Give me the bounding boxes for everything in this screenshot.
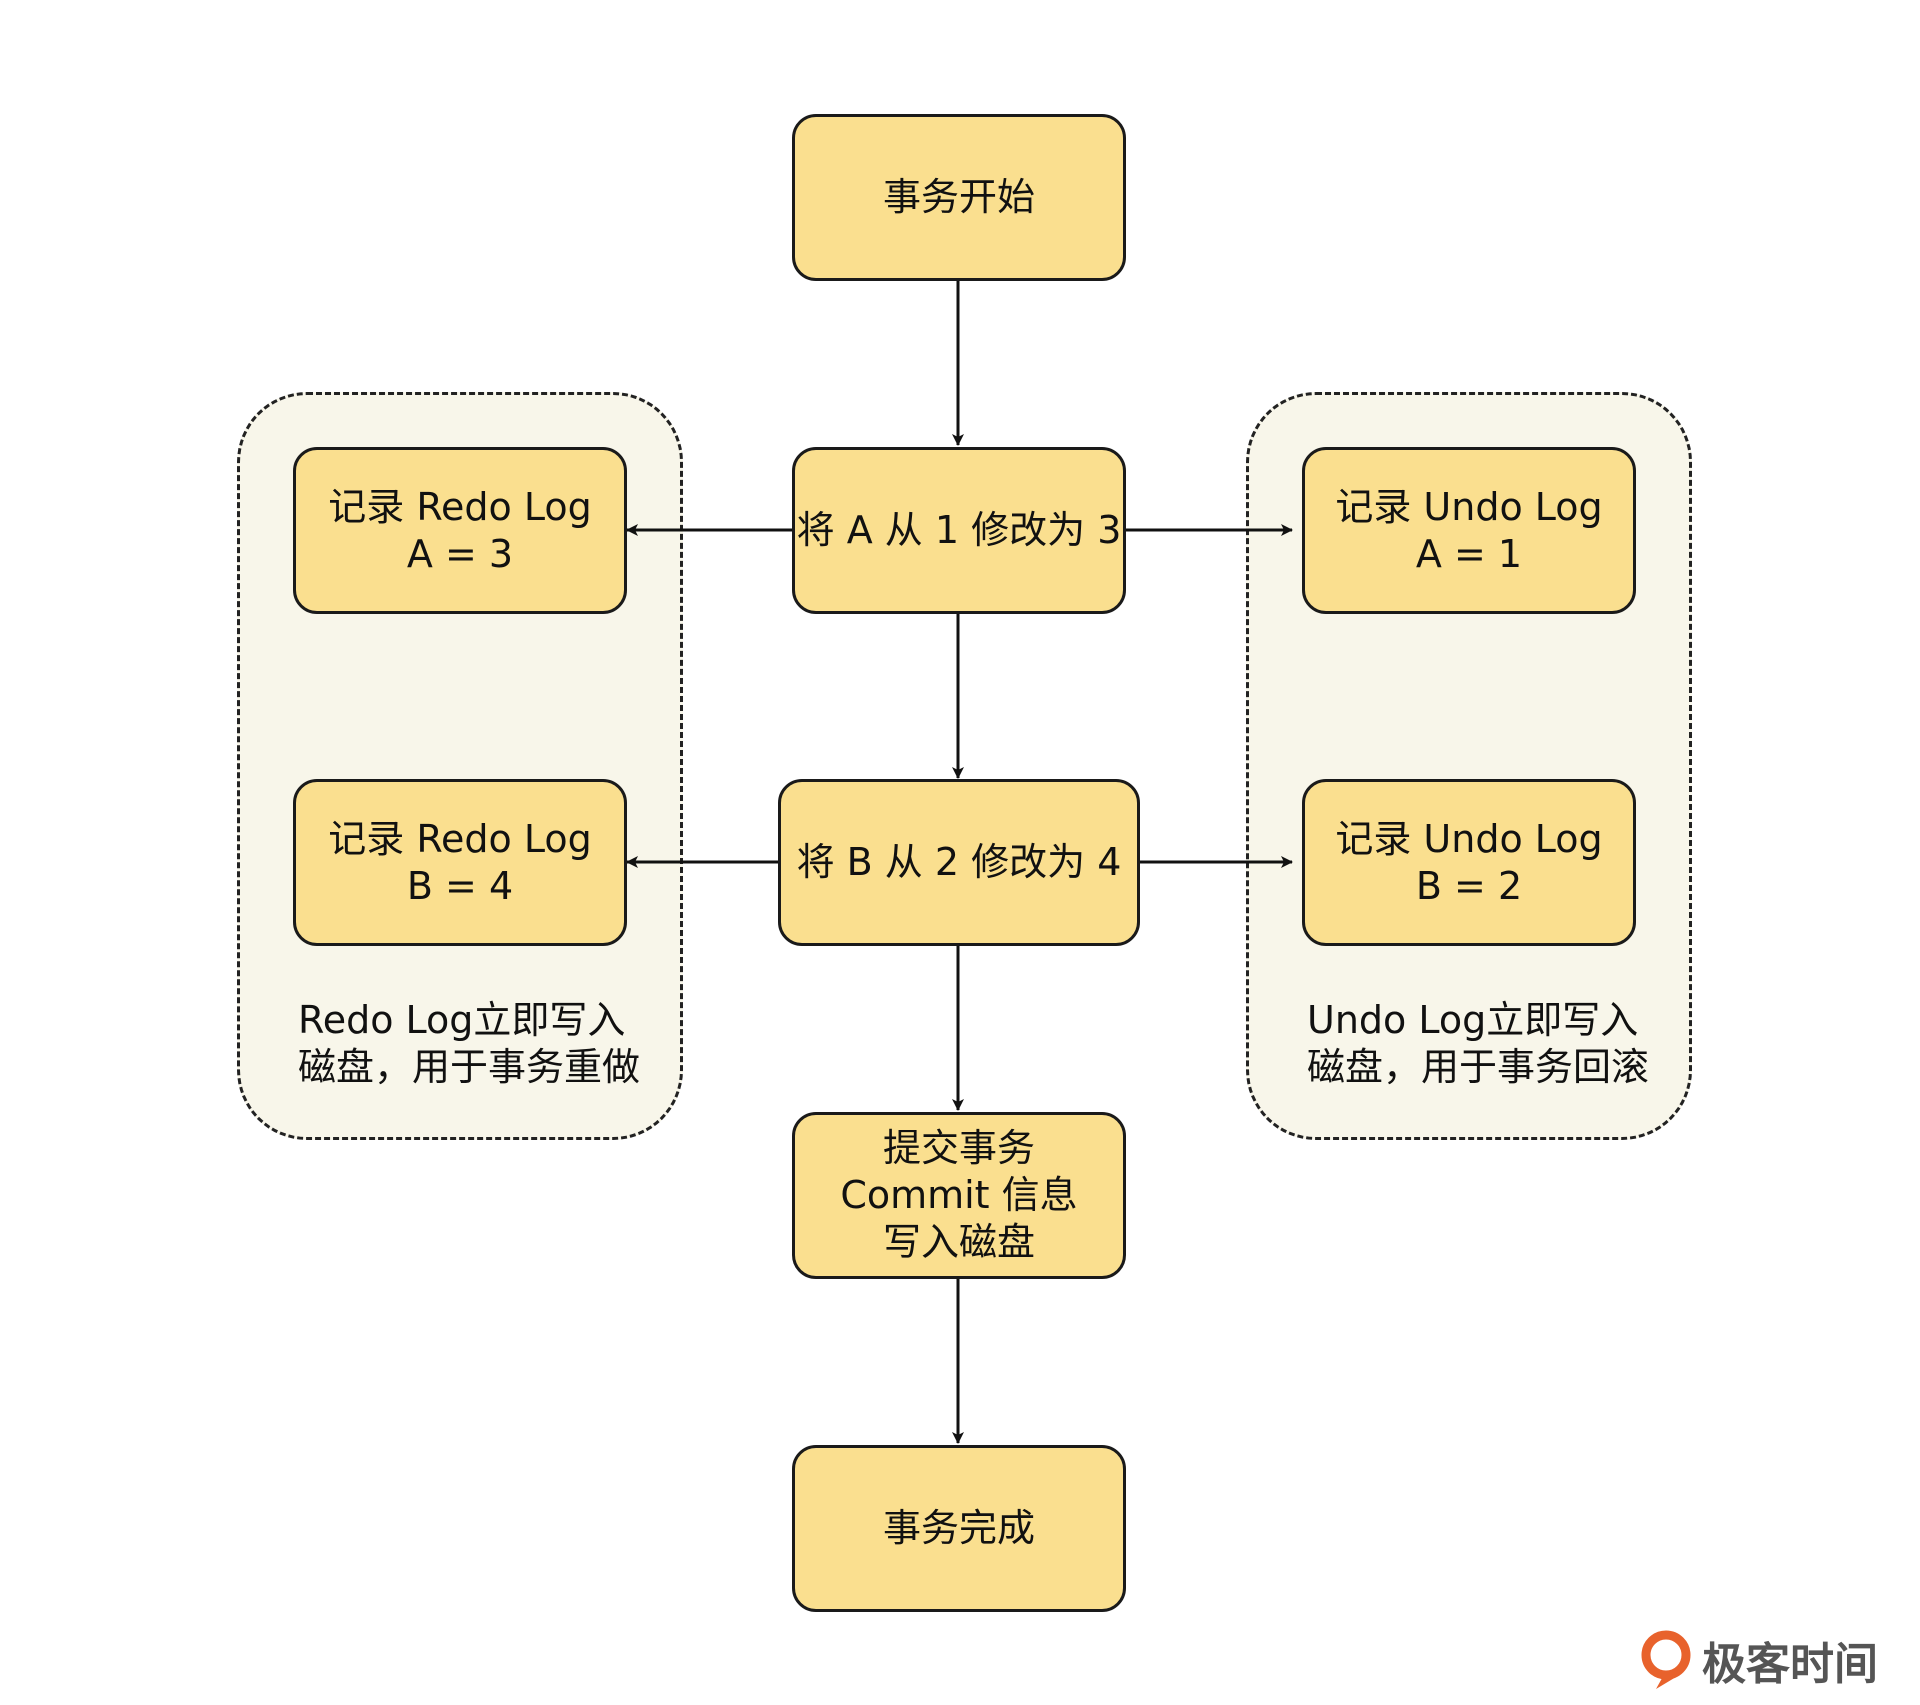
- undo-log-note: Undo Log立即写入 磁盘，用于事务回滚: [1307, 997, 1649, 1091]
- note-line-2: 磁盘，用于事务回滚: [1307, 1045, 1650, 1089]
- node-label-line-2: B = 2: [1415, 863, 1523, 908]
- node-undo-log-b: 记录 Undo Log B = 2: [1302, 779, 1636, 946]
- node-label-line-2: Commit 信息: [840, 1173, 1078, 1217]
- node-label-line-1: 提交事务: [882, 1126, 1035, 1170]
- node-label: 将 B 从 2 修改为 4: [796, 840, 1122, 884]
- node-label-line-2: A = 1: [1415, 531, 1523, 576]
- node-label-line-1: 记录 Undo Log: [1335, 484, 1603, 529]
- node-redo-log-b: 记录 Redo Log B = 4: [293, 779, 627, 946]
- node-label-line-3: 写入磁盘: [882, 1220, 1035, 1264]
- node-label-line-1: 记录 Redo Log: [328, 484, 592, 529]
- note-line-2: 磁盘，用于事务重做: [298, 1045, 641, 1089]
- note-line-1: Redo Log立即写入: [298, 998, 626, 1042]
- node-label: 事务完成: [882, 1506, 1035, 1550]
- node-commit: 提交事务 Commit 信息 写入磁盘: [792, 1112, 1126, 1279]
- geektime-logo-icon: [1641, 1630, 1691, 1689]
- node-label-line-1: 记录 Redo Log: [328, 816, 592, 861]
- node-modify-a: 将 A 从 1 修改为 3: [792, 447, 1126, 614]
- node-undo-log-a: 记录 Undo Log A = 1: [1302, 447, 1636, 614]
- node-label: 事务开始: [882, 175, 1035, 219]
- node-transaction-done: 事务完成: [792, 1445, 1126, 1612]
- brand-name: 极客时间: [1702, 1639, 1878, 1690]
- node-label: 将 A 从 1 修改为 3: [796, 508, 1122, 552]
- node-redo-log-a: 记录 Redo Log A = 3: [293, 447, 627, 614]
- node-label-line-1: 记录 Undo Log: [1335, 816, 1603, 861]
- node-transaction-start: 事务开始: [792, 114, 1126, 281]
- redo-log-note: Redo Log立即写入 磁盘，用于事务重做: [298, 997, 640, 1091]
- node-modify-b: 将 B 从 2 修改为 4: [778, 779, 1140, 946]
- brand-logo: 极客时间: [1640, 1628, 1878, 1692]
- node-label-line-2: A = 3: [406, 531, 514, 576]
- note-line-1: Undo Log立即写入: [1307, 998, 1639, 1042]
- node-label-line-2: B = 4: [406, 863, 514, 908]
